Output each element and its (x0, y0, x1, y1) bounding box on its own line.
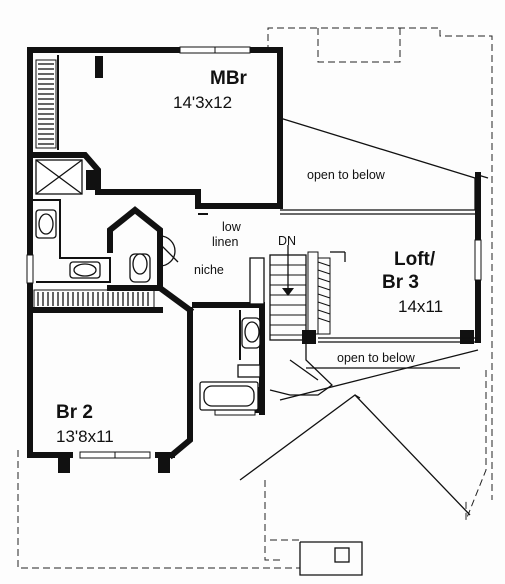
open-to-below-upper: open to below (307, 168, 386, 182)
loft-size: 14x11 (398, 297, 443, 316)
low-linen-label-line1: low (222, 220, 242, 234)
mbr-size: 14'3x12 (173, 93, 232, 112)
loft-railing (280, 209, 478, 369)
br2-name: Br 2 (56, 402, 93, 423)
loft-name-line2: Br 3 (382, 272, 419, 293)
mbr-name: MBr (210, 68, 248, 89)
master-bath (33, 199, 179, 291)
br2-closet (27, 283, 195, 315)
open-area-lines (279, 117, 489, 401)
stairs (269, 245, 334, 396)
linen-closet (198, 213, 265, 305)
roof-hip (239, 394, 471, 576)
shower (35, 159, 98, 195)
stair-dn-label: DN (278, 234, 296, 248)
low-linen-label-line2: linen (212, 235, 238, 249)
windows (26, 46, 482, 459)
hall-bath (192, 302, 265, 415)
loft-name-line1: Loft/ (394, 249, 436, 270)
open-to-below-lower: open to below (337, 351, 416, 365)
br2-size: 13'8x11 (56, 427, 114, 446)
mbr-closet (35, 55, 59, 150)
niche-label: niche (194, 263, 224, 277)
